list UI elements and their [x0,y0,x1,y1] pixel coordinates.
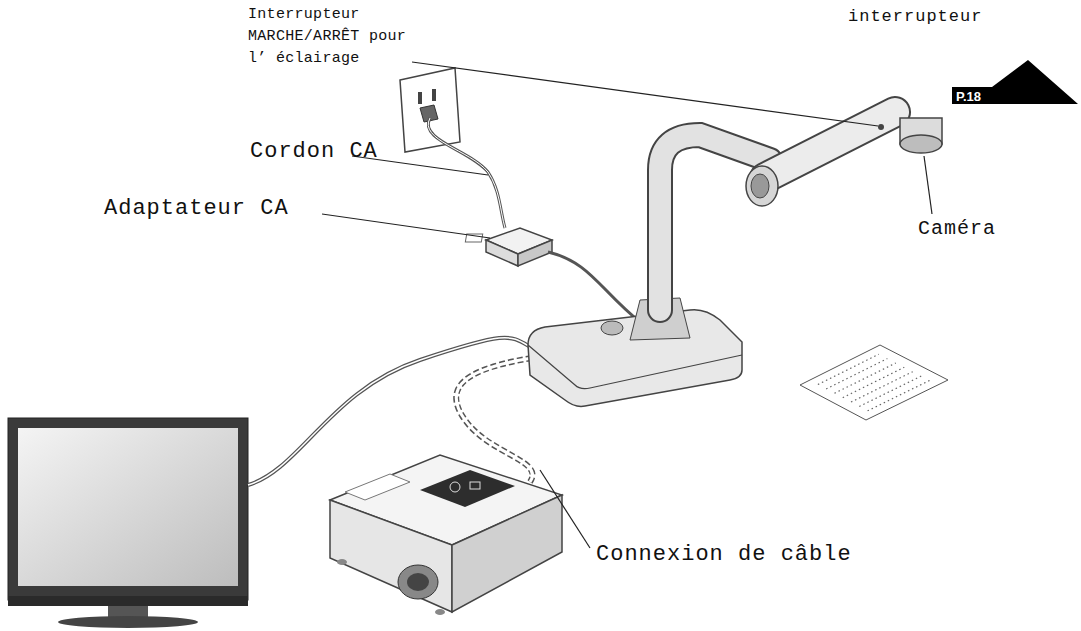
wall-outlet [400,68,460,152]
cord-label: Cordon CA [250,138,450,166]
switch-label: interrupteur [848,6,1048,28]
adapter-label: Adaptateur CA [104,195,324,223]
projector [330,455,562,615]
dc-cord [548,252,640,322]
badge-text-holder: P.18 [956,89,981,104]
leader-lines [322,62,932,548]
monitor [8,418,248,628]
monitor-cable [248,338,532,485]
ac-adapter [465,228,552,266]
page-ref-badge: P.18 [952,58,1078,106]
badge-arrow [952,60,1078,104]
page-ref: P.18 [956,89,981,104]
document-camera [528,112,942,406]
monitor-cable-core [248,338,532,485]
power-cord [428,118,505,228]
power-cord-core [428,118,505,228]
document-sheet [800,345,948,420]
camera-label: Caméra [918,216,1038,242]
cable-label: Connexion de câble [596,540,896,570]
switch-callout: Interrupteur MARCHE/ARRÊT pour l’ éclair… [248,4,428,70]
